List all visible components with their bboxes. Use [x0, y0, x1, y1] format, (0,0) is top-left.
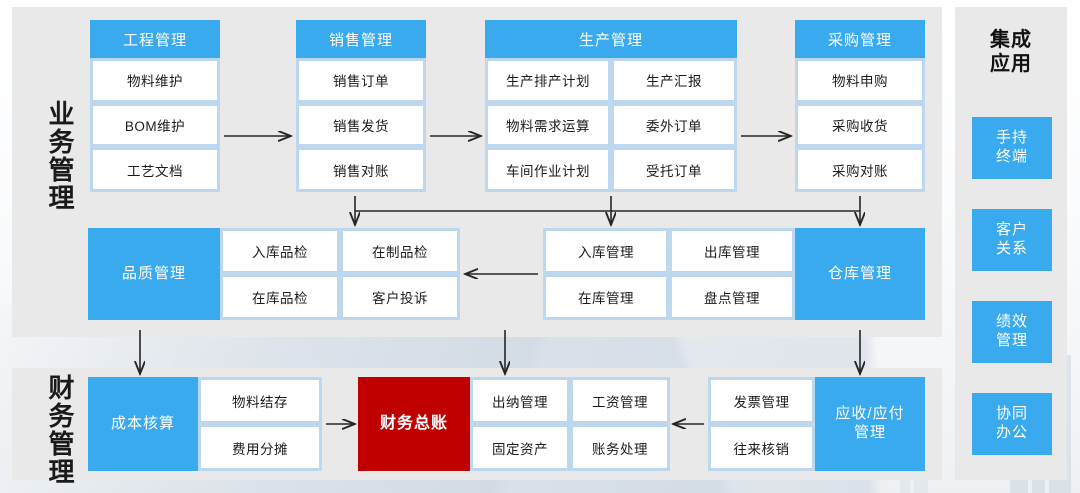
cell-item[interactable]: 工资管理: [573, 380, 667, 421]
card-title-production: 生产管理: [485, 20, 737, 58]
cell-item[interactable]: 固定资产: [473, 427, 567, 468]
cell-item[interactable]: 物料结存: [201, 380, 319, 421]
cell-item[interactable]: 物料申购: [798, 61, 922, 100]
cell-item[interactable]: 销售对账: [299, 150, 423, 190]
cell-item[interactable]: 物料维护: [93, 61, 217, 100]
card-title-line1: 应收/应付: [835, 405, 905, 423]
rail-item-customer-relations[interactable]: 客户 关系: [972, 209, 1052, 271]
cell-item[interactable]: 物料需求运算: [488, 105, 608, 145]
cell-item[interactable]: 采购收货: [798, 105, 922, 145]
rail-item-line2: 办公: [995, 424, 1028, 441]
rail-item-performance-management[interactable]: 绩效 管理: [972, 301, 1052, 363]
cell-item[interactable]: 生产排产计划: [488, 61, 608, 100]
rail-item-collaborative-office[interactable]: 协同 办公: [972, 393, 1052, 455]
card-engineering[interactable]: 工程管理 物料维护 BOM维护 工艺文档: [90, 20, 220, 192]
cell-item[interactable]: 发票管理: [711, 380, 812, 421]
card-receivable-payable[interactable]: 发票管理 往来核销 应收/应付 管理: [708, 377, 925, 471]
card-title-receivable-payable: 应收/应付 管理: [815, 377, 925, 471]
cell-item[interactable]: 销售发货: [299, 105, 423, 145]
rail-item-line1: 协同: [995, 405, 1028, 423]
card-title-engineering: 工程管理: [90, 20, 220, 58]
cell-item[interactable]: 盘点管理: [672, 277, 792, 317]
rail-item-line2: 管理: [995, 332, 1028, 349]
cell-item[interactable]: 委外订单: [614, 105, 734, 145]
card-title-line2: 管理: [853, 424, 886, 441]
card-production[interactable]: 生产管理 生产排产计划 生产汇报 物料需求运算 委外订单 车间作业计划 受托订单: [485, 20, 737, 192]
cell-item[interactable]: 销售订单: [299, 61, 423, 100]
rail-title-line2: 应用: [990, 53, 1032, 75]
cell-item[interactable]: 客户投诉: [343, 277, 457, 317]
business-section-label: 业务管理: [45, 100, 75, 212]
cell-item[interactable]: 在制品检: [343, 231, 457, 271]
rail-item-line1: 客户: [995, 221, 1028, 239]
rail-item-line1: 手持: [995, 129, 1028, 147]
cell-item[interactable]: 入库品检: [223, 231, 337, 271]
rail-item-line2: 终端: [995, 148, 1028, 165]
card-title-quality: 品质管理: [88, 228, 220, 320]
card-title-warehouse: 仓库管理: [795, 228, 925, 320]
rail-item-line1: 绩效: [995, 313, 1028, 331]
cell-item[interactable]: 出纳管理: [473, 380, 567, 421]
card-sales[interactable]: 销售管理 销售订单 销售发货 销售对账: [296, 20, 426, 192]
card-title-purchasing: 采购管理: [795, 20, 925, 58]
cell-item[interactable]: 采购对账: [798, 150, 922, 190]
rail-title-line1: 集成: [990, 29, 1032, 51]
rail-item-line2: 关系: [995, 240, 1028, 257]
cell-item[interactable]: 在库管理: [546, 277, 666, 317]
cell-item[interactable]: 费用分摊: [201, 427, 319, 468]
cell-item[interactable]: 生产汇报: [614, 61, 734, 100]
finance-section-label: 财务管理: [45, 374, 75, 486]
cell-item[interactable]: BOM维护: [93, 105, 217, 145]
card-title-cost-accounting: 成本核算: [88, 377, 198, 471]
card-cost-accounting[interactable]: 成本核算 物料结存 费用分摊: [88, 377, 322, 471]
cell-item[interactable]: 出库管理: [672, 231, 792, 271]
card-quality[interactable]: 品质管理 入库品检 在制品检 在库品检 客户投诉: [88, 228, 460, 320]
cell-item[interactable]: 工艺文档: [93, 150, 217, 190]
cell-item[interactable]: 入库管理: [546, 231, 666, 271]
card-title-sales: 销售管理: [296, 20, 426, 58]
rail-item-handheld-terminal[interactable]: 手持 终端: [972, 117, 1052, 179]
card-general-ledger[interactable]: 财务总账: [358, 377, 470, 471]
cell-item[interactable]: 账务处理: [573, 427, 667, 468]
cell-item[interactable]: 受托订单: [614, 150, 734, 190]
card-purchasing[interactable]: 采购管理 物料申购 采购收货 采购对账: [795, 20, 925, 192]
card-warehouse[interactable]: 入库管理 出库管理 在库管理 盘点管理 仓库管理: [543, 228, 925, 320]
cell-item[interactable]: 在库品检: [223, 277, 337, 317]
integration-rail-title: 集成 应用: [955, 28, 1067, 76]
card-ledger-functions[interactable]: 出纳管理 工资管理 固定资产 账务处理: [470, 377, 670, 471]
cell-item[interactable]: 往来核销: [711, 427, 812, 468]
cell-item[interactable]: 车间作业计划: [488, 150, 608, 190]
